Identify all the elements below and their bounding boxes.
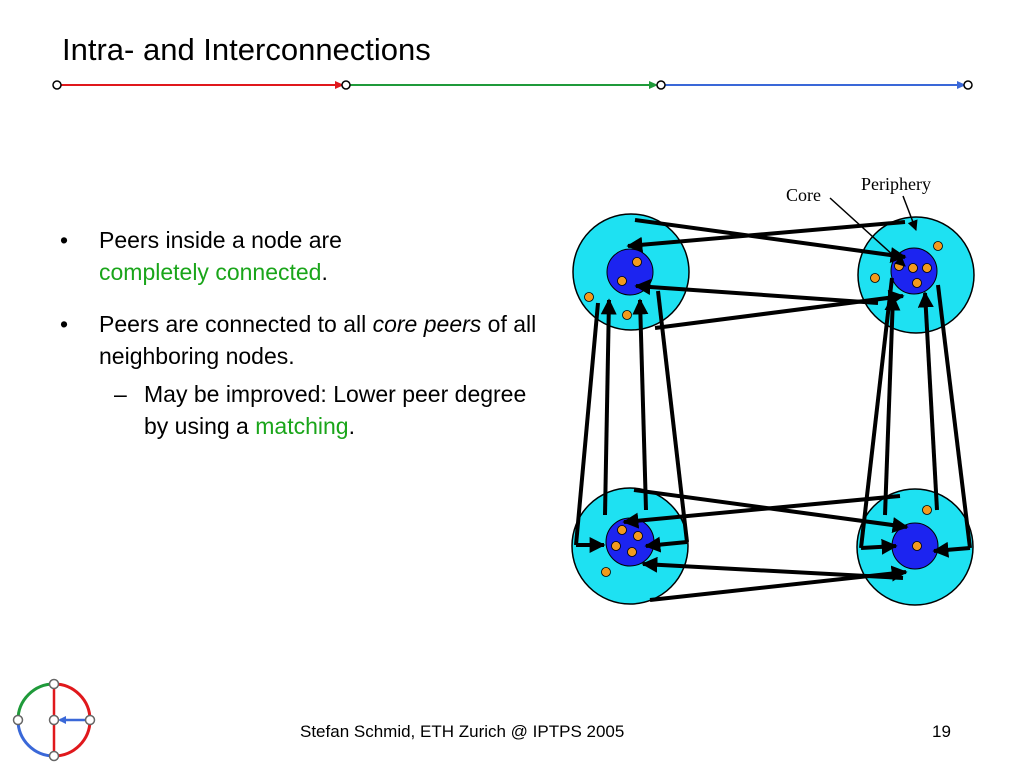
header-rule xyxy=(52,80,973,90)
bullet-text-end: . xyxy=(321,259,328,285)
node-top-left xyxy=(572,213,690,331)
periphery-label: Periphery xyxy=(861,174,931,194)
eth-dcg-ring-logo-icon xyxy=(12,678,96,762)
bullet-marker: • xyxy=(60,311,69,337)
sub-bullet-text-end: . xyxy=(348,413,355,439)
core-pointer xyxy=(829,197,906,267)
slide-footer: Stefan Schmid, ETH Zurich @ IPTPS 2005 1… xyxy=(0,718,1024,748)
bullet-item: • Peers inside a node are completely con… xyxy=(58,224,538,288)
sub-bullet-marker: – xyxy=(114,381,127,407)
network-diagram: Core Periphery xyxy=(571,174,975,606)
bullet-item: • Peers are connected to all core peers … xyxy=(58,308,538,372)
bullet-emphasis: core peers xyxy=(372,311,482,337)
interconnection-arrows xyxy=(574,218,972,602)
sub-bullet-highlight: matching xyxy=(255,413,349,439)
core-label: Core xyxy=(786,185,821,205)
bullet-text: Peers are connected to all xyxy=(99,311,373,337)
periphery-pointer xyxy=(902,195,918,231)
bullet-text-end: of all neighboring nodes. xyxy=(99,311,537,369)
node-top-right xyxy=(857,216,975,334)
sub-bullet-text: May be improved: Lower peer degree by us… xyxy=(144,381,527,439)
bullet-highlight: completely connected xyxy=(99,259,322,285)
bullet-marker: • xyxy=(60,227,69,253)
sub-bullet-item: – May be improved: Lower peer degree by … xyxy=(58,378,538,442)
footer-text: Stefan Schmid, ETH Zurich @ IPTPS 2005 xyxy=(300,722,625,741)
bullet-list: • Peers inside a node are completely con… xyxy=(58,224,538,442)
bullet-text: Peers inside a node are xyxy=(99,227,342,253)
slide-title: Intra- and Interconnections xyxy=(62,32,431,67)
page-number: 19 xyxy=(932,722,951,741)
